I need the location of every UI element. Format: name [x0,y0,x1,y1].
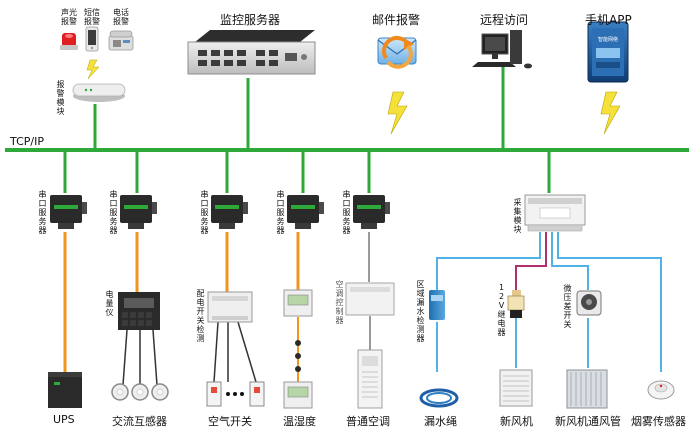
meter-label: 电量仪 [105,290,114,317]
serial-server-4 [287,195,324,229]
acquisition-label: 采集模块 [513,198,522,234]
serial-server-1 [50,195,87,229]
ventilation-duct [566,369,608,409]
workstation-icon [472,30,532,69]
telephone-icon [108,30,134,51]
serial-server-label-2: 串口服务器 [109,190,118,235]
phone-app-label: 手机APP [585,13,632,27]
siren-icon [60,33,78,50]
bus-label: TCP/IP [10,135,44,148]
remote-label: 远程访问 [480,13,529,27]
temp-humidity-sensor-2 [283,381,313,409]
ac-label: 普通空调 [346,415,390,428]
line-smoke [557,232,662,372]
temp-label: 温湿度 [283,415,316,428]
leak-detector [429,290,445,320]
line-relay [515,232,547,290]
email-sync-icon [377,36,417,69]
lightning-icon [387,91,408,135]
leak-rope [419,388,459,408]
chain-node [295,353,301,359]
fresh-air-fan [499,369,533,407]
line-leak [436,232,541,290]
ct-label: 交流互感器 [112,415,167,428]
serial-server-3 [211,195,248,229]
alarm-label-sound: 声光报警 [61,8,77,26]
wire-sw-3 [237,321,257,383]
email-label: 邮件报警 [372,13,421,27]
server-label: 监控服务器 [220,13,281,27]
ac-controller-label: 空调控制器 [335,280,344,325]
ac-controller [345,282,395,316]
wire-sw-1 [213,321,219,383]
mobile-phone-icon [85,26,99,52]
relay-12v [507,290,525,318]
router-icon [72,83,126,102]
duct-label: 新风机通风管 [555,415,621,428]
fan-label: 新风机 [500,415,533,428]
leak-detector-label: 区域漏水检测器 [416,280,425,343]
serial-server-label-3: 串口服务器 [200,190,209,235]
rope-label: 漏水绳 [424,415,457,428]
lightning-icon [86,59,100,80]
diff-pressure-switch [576,290,602,316]
chain-node [295,366,301,372]
acquisition-module [524,194,586,232]
ups-label: UPS [53,413,75,426]
breaker-detect-module [207,291,253,323]
alarm-module-label: 报警模块 [56,80,65,116]
power-meter [118,292,160,330]
serial-server-label-4: 串口服务器 [276,190,285,235]
air-switches [206,381,265,407]
chain-node [295,340,301,346]
wire-ct-3 [152,329,158,386]
standing-ac [357,349,383,409]
wire-ct-1 [122,329,128,386]
serial-server-2 [120,195,157,229]
breaker-detect-label: 配电开关检测 [196,289,205,343]
relay-label: 12V继电器 [497,283,506,337]
smoke-detector [647,380,675,400]
current-transformers [111,383,169,401]
serial-server-label-1: 串口服务器 [38,190,47,235]
lightning-icon [600,91,621,135]
rack-server-icon [187,30,316,75]
line-pressure [551,232,589,290]
serial-server-5 [353,195,390,229]
phone-screen-text: 智能网络 [598,36,618,43]
temp-humidity-sensor [283,289,313,317]
ups-device [48,372,82,408]
smartphone-icon [587,21,629,83]
serial-server-label-5: 串口服务器 [342,190,351,235]
alarm-label-phone: 电话报警 [113,8,129,26]
smoke-label: 烟雾传感器 [631,415,686,428]
diff-pressure-label: 微压差开关 [563,284,572,329]
switch-label: 空气开关 [208,415,252,428]
alarm-label-sms: 短信报警 [84,8,100,26]
